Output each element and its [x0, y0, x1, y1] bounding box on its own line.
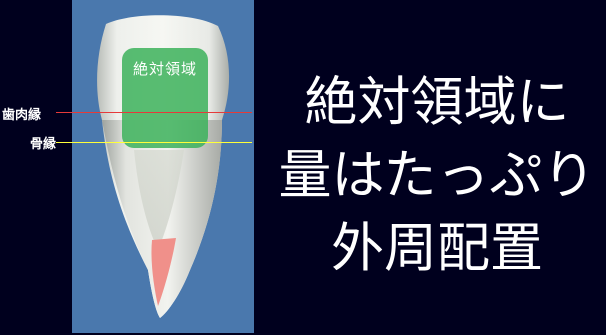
headline-line-1: 絶対領域に [304, 72, 570, 133]
headline-line-2: 量はたっぷり [278, 145, 596, 206]
gum-margin-line [56, 112, 252, 113]
bone-margin-line [56, 142, 252, 143]
pulp-shape [151, 238, 176, 306]
gum-margin-label: 歯肉縁 [2, 108, 42, 123]
absolute-zone-box [122, 48, 208, 148]
headline: 絶対領域に 量はたっぷり 外周配置 [268, 66, 606, 285]
bone-margin-label: 骨縁 [30, 137, 57, 152]
headline-line-3: 外周配置 [331, 218, 543, 279]
absolute-zone-label: 絶対領域 [132, 60, 197, 78]
